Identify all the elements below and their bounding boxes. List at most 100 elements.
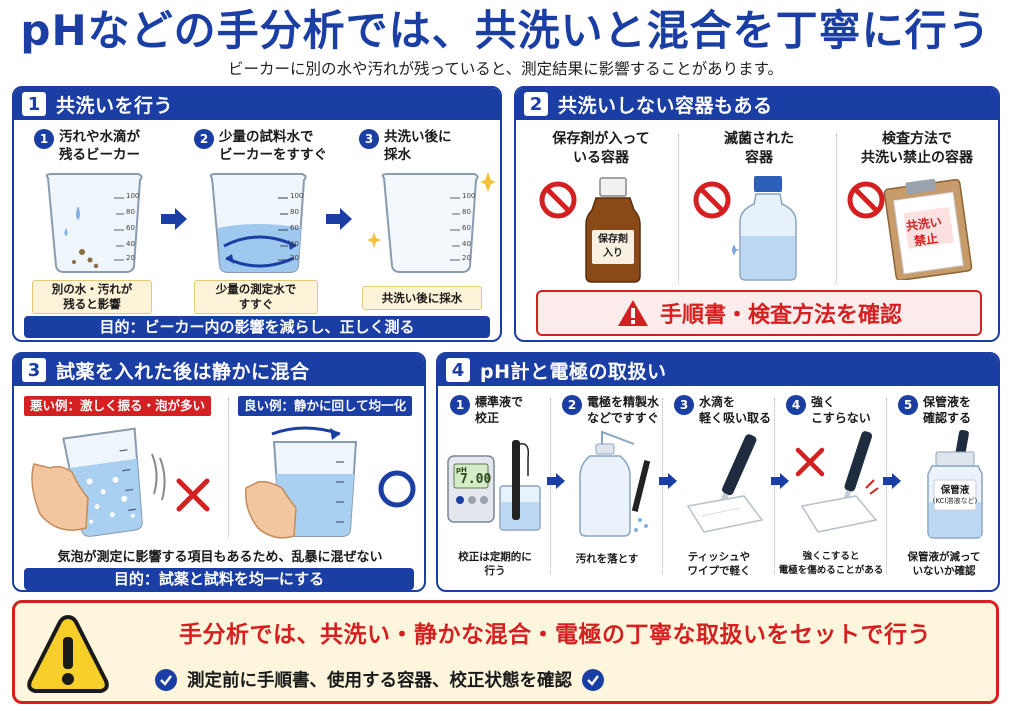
meter-display: 7.00 (460, 472, 492, 487)
dirty-beaker-icon (45, 173, 143, 273)
electrode-step-3: 3 水滴を 軽く吸い取る (674, 394, 771, 426)
beaker-tick-label: 40 (126, 240, 135, 248)
storage-bottle-icon (927, 430, 983, 539)
column-divider (886, 398, 887, 574)
swirling-beaker-icon (245, 426, 358, 539)
panel-title: 共洗いを行う (56, 94, 174, 117)
panel-number: 2 (524, 92, 548, 116)
clipboard-icon (883, 178, 973, 280)
electrode-caption-5: 保管液が減って いないか確認 (907, 551, 981, 577)
column-divider (662, 398, 663, 574)
mixing-purpose: 目的：試薬と試料を均一にする (24, 568, 414, 590)
electrode-step-2: 2 電極を精製水 などですすぐ (562, 394, 659, 426)
beaker-tick-label: 60 (462, 224, 471, 232)
no-sign-icon (847, 181, 885, 219)
storage-bottle-sublabel: (KCl溶液など) (932, 497, 978, 505)
panel-mixing: 3 試薬を入れた後は静かに混合 悪い例：激しく振る・泡が多い 良い例：静かに回し… (12, 352, 426, 592)
check-icon (155, 668, 177, 691)
rinse-purpose: 目的：ビーカー内の影響を減らし、正しく測る (24, 316, 490, 338)
electrode-step-5: 5 保管液を 確認する (898, 394, 971, 426)
electrode-caption-4: 強くこすると 電極を傷めることがある (778, 551, 884, 576)
check-procedure-alert: 手順書・検査方法を確認 (536, 290, 982, 336)
summary-check: 測定前に手順書、使用する容器、校正状態を確認 (145, 667, 614, 692)
preservative-label: 保存剤 入り (592, 230, 634, 264)
meter-label: pH (456, 466, 467, 474)
circle-ok-icon (378, 470, 416, 508)
arrow-right-icon (161, 208, 187, 230)
panel-electrode: 4 pH計と電極の取扱い 1 標準液で 校正 2 電極を精製水 などですすぐ 3… (436, 352, 1000, 592)
panel-mixing-header: 3 試薬を入れた後は静かに混合 (14, 354, 424, 386)
check-icon (582, 668, 604, 691)
no-rubbing-icon (795, 431, 879, 533)
column-divider (228, 398, 229, 538)
rinse-step-1: 1 汚れや水滴が 残るビーカー (34, 128, 140, 164)
page-title: pHなどの手分析では、共洗いと混合を丁寧に行う (20, 6, 991, 55)
beaker-tick-label: 80 (126, 208, 135, 216)
panel-number: 4 (446, 358, 470, 382)
column-divider (678, 134, 679, 284)
rinse-step-2: 2 少量の試料水で ビーカーをすすぐ (194, 128, 327, 164)
column-divider (550, 398, 551, 574)
panel-number: 3 (22, 358, 46, 382)
electrode-caption-3: ティッシュや ワイプで軽く (687, 551, 751, 577)
mixing-note: 気泡が測定に影響する項目もあるため、乱暴に混ぜない (57, 550, 383, 565)
beaker-tick-label: 60 (290, 224, 299, 232)
sterile-bottle-icon (732, 176, 797, 281)
good-example-tag: 良い例：静かに回して均一化 (238, 396, 413, 416)
beaker-tick-label: 100 (126, 192, 140, 200)
beaker-tick-label: 20 (290, 254, 299, 262)
panel-no-rinse-header: 2 共洗いしない容器もある (516, 88, 998, 120)
cross-icon (176, 478, 210, 512)
beaker-tick-label: 20 (462, 254, 471, 262)
container-sterile-title: 滅菌された 容器 (724, 131, 794, 166)
arrow-right-icon (659, 473, 677, 489)
panel-electrode-header: 4 pH計と電極の取扱い (438, 354, 998, 386)
rinse-step-3: 3 共洗い後に 採水 (359, 128, 452, 164)
panel-no-rinse: 2 共洗いしない容器もある 保存剤が入って いる容器 滅菌された 容器 検査方法… (514, 86, 1000, 342)
panel-title: pH計と電極の取扱い (480, 360, 667, 383)
container-preservative-title: 保存剤が入って いる容器 (552, 131, 650, 166)
no-sign-icon (539, 181, 577, 219)
electrode-caption-1: 校正は定期的に 行う (458, 551, 532, 577)
column-divider (774, 398, 775, 574)
beaker-tick-label: 40 (462, 240, 471, 248)
rinse-caption-2: 少量の測定水で すすぐ (194, 280, 318, 314)
beaker-tick-label: 80 (462, 208, 471, 216)
summary-title: 手分析では、共洗い・静かな混合・電極の丁寧な取扱いをセットで行う (179, 622, 931, 648)
rinse-caption-3: 共洗い後に採水 (362, 286, 482, 310)
column-divider (836, 134, 837, 284)
beaker-tick-label: 100 (462, 192, 476, 200)
blotting-electrode-icon (686, 434, 764, 533)
arrow-right-icon (547, 473, 565, 489)
arrow-right-icon (771, 473, 789, 489)
electrode-step-1: 1 標準液で 校正 (450, 394, 523, 426)
ph-meter-icon (447, 440, 541, 531)
electrode-step-4: 4 強く こすらない (786, 394, 871, 426)
clean-beaker-icon (367, 172, 496, 273)
beaker-tick-label: 60 (126, 224, 135, 232)
beaker-tick-label: 100 (290, 192, 304, 200)
arrow-right-icon (883, 473, 901, 489)
electrode-caption-2: 汚れを落とす (575, 553, 639, 565)
beaker-tick-label: 80 (290, 208, 299, 216)
container-prohibited-title: 検査方法で 共洗い禁止の容器 (861, 131, 973, 166)
rinse-caption-1: 別の水・汚れが 残ると影響 (32, 280, 152, 314)
bad-example-tag: 悪い例：激しく振る・泡が多い (24, 396, 212, 416)
panel-number: 1 (22, 92, 46, 116)
storage-bottle-label: 保管液 (940, 485, 970, 496)
no-sign-icon (693, 181, 731, 219)
panel-title: 共洗いしない容器もある (558, 94, 773, 117)
rinsing-beaker-icon (209, 173, 307, 273)
warning-icon (617, 300, 648, 326)
summary-box: 手分析では、共洗い・静かな混合・電極の丁寧な取扱いをセットで行う 測定前に手順書… (12, 600, 999, 704)
arrow-right-icon (326, 208, 352, 230)
panel-rinse: 1 共洗いを行う 1 汚れや水滴が 残るビーカー 2 少量の試料水で ビーカーを… (12, 86, 502, 342)
page-subtitle: ビーカーに別の水や汚れが残っていると、測定結果に影響することがあります。 (227, 60, 784, 78)
beaker-tick-label: 40 (290, 240, 299, 248)
panel-title: 試薬を入れた後は静かに混合 (56, 360, 310, 383)
panel-rinse-header: 1 共洗いを行う (14, 88, 500, 120)
warning-icon (27, 614, 109, 693)
wash-bottle-icon (579, 430, 651, 537)
shaking-beaker-icon (31, 427, 166, 537)
beaker-tick-label: 20 (126, 254, 135, 262)
